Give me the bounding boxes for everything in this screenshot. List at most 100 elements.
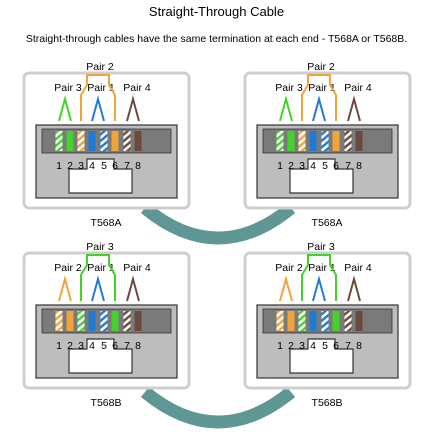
wire-4	[88, 131, 96, 151]
pin-number: 5	[322, 340, 328, 352]
wire-5	[321, 131, 329, 151]
pin-number: 7	[124, 160, 130, 172]
wire-5	[100, 311, 108, 331]
cable-b	[140, 386, 296, 429]
pair-label: Pair 3	[275, 82, 303, 94]
pin-number: 8	[135, 340, 141, 352]
pin-number: 6	[333, 340, 339, 352]
pin-number: 2	[67, 340, 73, 352]
wire-1	[276, 311, 284, 331]
pin-number: 7	[345, 160, 351, 172]
pair-lead-top	[301, 74, 337, 121]
plug-clip	[68, 158, 133, 194]
standard-label: T568A	[91, 217, 122, 229]
pair-lead-left	[58, 95, 72, 122]
wire-2	[66, 131, 74, 151]
pin-number: 1	[56, 160, 62, 172]
pair-label: Pair 4	[123, 262, 151, 274]
wire-6	[332, 131, 340, 151]
pair-lead-top	[301, 254, 337, 301]
page-title: Straight-Through Cable	[148, 4, 285, 19]
cable-a	[140, 202, 296, 245]
wire-4	[309, 311, 317, 331]
pin-number: 3	[78, 160, 84, 172]
pair-lead-right	[347, 275, 361, 302]
pin-number: 4	[89, 160, 95, 172]
pin-number: 2	[67, 160, 73, 172]
wire-6	[332, 311, 340, 331]
standard-label: T568B	[312, 397, 343, 409]
standard-label: T568A	[312, 217, 343, 229]
page-subtitle: Straight-through cables have the same te…	[25, 33, 408, 45]
wire-3	[77, 131, 85, 151]
pair-lead-left	[58, 275, 72, 302]
wire-2	[287, 311, 295, 331]
pin-number: 4	[89, 340, 95, 352]
wire-1	[276, 131, 284, 151]
wire-3	[298, 311, 306, 331]
pin-number: 2	[288, 340, 294, 352]
plug-clip	[289, 338, 354, 374]
pin-number: 3	[299, 160, 305, 172]
wire-4	[88, 311, 96, 331]
wire-8	[134, 131, 142, 151]
pin-number: 6	[333, 160, 339, 172]
wire-8	[134, 311, 142, 331]
wire-5	[321, 311, 329, 331]
pin-number: 6	[112, 160, 118, 172]
wire-7	[123, 131, 131, 151]
wire-2	[287, 131, 295, 151]
pin-number: 4	[310, 160, 316, 172]
pair-lead-top	[80, 74, 116, 121]
pin-number: 3	[299, 340, 305, 352]
standard-label: T568B	[91, 397, 122, 409]
pair-leads	[279, 74, 361, 122]
pair-label: Pair 2	[275, 262, 303, 274]
cable-a-arc	[140, 202, 296, 245]
pair-lead-left	[279, 95, 293, 122]
wire-8	[355, 311, 363, 331]
plug-clip	[289, 158, 354, 194]
wire-2	[66, 311, 74, 331]
pair-leads	[58, 254, 140, 302]
pin-number: 5	[322, 160, 328, 172]
pair-label: Pair 1	[87, 82, 115, 94]
pair-label: Pair 1	[308, 82, 336, 94]
pin-number: 3	[78, 340, 84, 352]
top-pair-label: Pair 2	[86, 61, 114, 73]
pair-lead-left	[279, 275, 293, 302]
pair-label: Pair 1	[308, 262, 336, 274]
pair-label: Pair 4	[344, 262, 372, 274]
wire-7	[344, 311, 352, 331]
pin-number: 1	[56, 340, 62, 352]
pair-lead-center	[91, 95, 105, 122]
top-pair-label: Pair 2	[307, 61, 335, 73]
pair-label: Pair 2	[54, 262, 82, 274]
top-pair-label: Pair 3	[86, 241, 114, 253]
wire-8	[355, 131, 363, 151]
pair-lead-right	[126, 95, 140, 122]
pin-number: 4	[310, 340, 316, 352]
pair-leads	[279, 254, 361, 302]
pair-lead-right	[347, 95, 361, 122]
pair-lead-center	[91, 275, 105, 302]
wire-7	[344, 131, 352, 151]
pair-label: Pair 1	[87, 262, 115, 274]
wire-1	[55, 131, 63, 151]
wire-3	[77, 311, 85, 331]
wire-4	[309, 131, 317, 151]
pin-number: 1	[277, 160, 283, 172]
pin-number: 5	[101, 340, 107, 352]
pin-number: 7	[124, 340, 130, 352]
pin-number: 2	[288, 160, 294, 172]
wire-1	[55, 311, 63, 331]
pair-leads	[58, 74, 140, 122]
pin-number: 6	[112, 340, 118, 352]
pin-number: 8	[356, 340, 362, 352]
cable-b-arc	[140, 386, 296, 429]
plug-clip	[68, 338, 133, 374]
